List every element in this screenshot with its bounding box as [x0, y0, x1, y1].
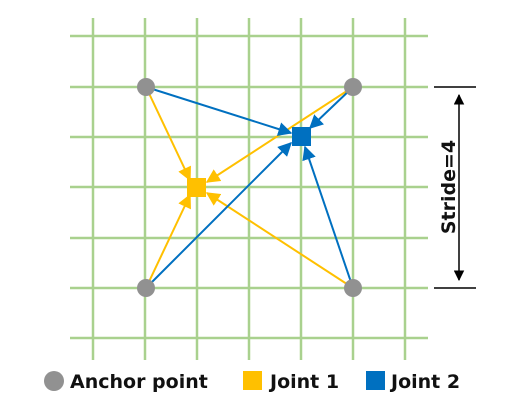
arrow-anchor-tl-to-joint-1 — [145, 86, 191, 182]
legend: Anchor point Joint 1 Joint 2 — [44, 371, 460, 393]
legend-anchor-marker — [44, 371, 64, 391]
legend-anchor-label: Anchor point — [70, 371, 208, 393]
arrow-anchor-tr-to-joint-1 — [205, 86, 354, 183]
joint-2-arrows — [145, 86, 354, 289]
stride-indicator: Stride=4 — [434, 86, 476, 289]
anchor-point-top-right — [344, 78, 362, 96]
arrow-anchor-tr-to-joint-2 — [308, 86, 354, 129]
grid — [70, 18, 428, 360]
legend-joint-2-marker — [366, 371, 385, 390]
arrow-anchor-bl-to-joint-1 — [145, 193, 191, 289]
anchor-points — [137, 78, 362, 297]
arrow-anchor-br-to-joint-1 — [205, 192, 354, 289]
stride-label: Stride=4 — [438, 140, 460, 234]
arrow-anchor-br-to-joint-2 — [302, 145, 354, 289]
legend-joint-1-label: Joint 1 — [268, 371, 339, 393]
anchor-point-bottom-right — [344, 279, 362, 297]
anchor-point-bottom-left — [137, 279, 155, 297]
legend-joint-2-label: Joint 2 — [389, 371, 460, 393]
joint-1-marker — [187, 178, 206, 197]
anchor-point-top-left — [137, 78, 155, 96]
arrow-anchor-tl-to-joint-2 — [145, 86, 293, 136]
legend-joint-1-marker — [243, 371, 262, 390]
joint-2-marker — [292, 127, 311, 146]
arrow-anchor-bl-to-joint-2 — [145, 142, 292, 289]
